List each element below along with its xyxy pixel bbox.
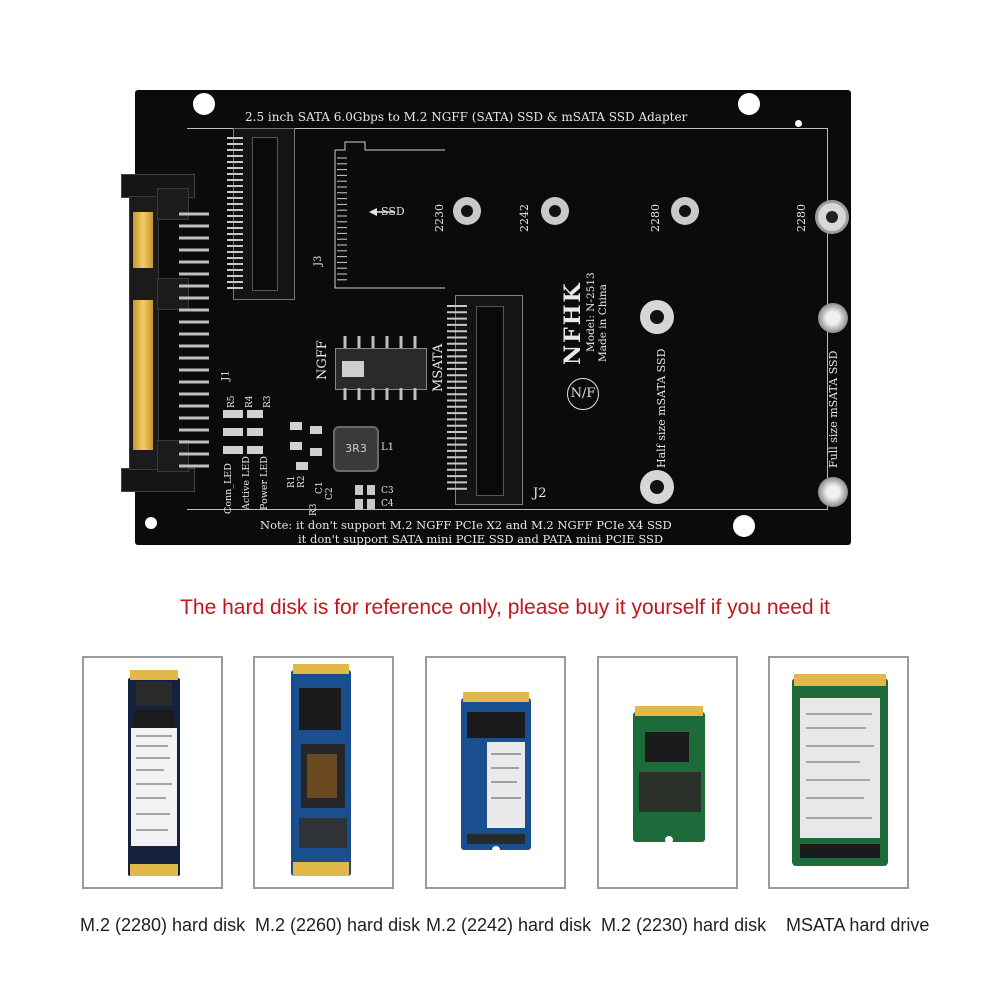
caption-2242: M.2 (2242) hard disk <box>426 915 592 935</box>
led-power: Power LED <box>259 456 270 510</box>
mount-hole <box>193 93 215 115</box>
mode-switch[interactable] <box>335 348 427 390</box>
caption-msata: MSATA hard drive <box>786 915 930 935</box>
reference-notice: The hard disk is for reference only, ple… <box>180 596 830 619</box>
full-size-label: Full size mSATA SSD <box>827 350 840 468</box>
standoff-hole-2242 <box>541 197 569 225</box>
m2-connector-pins <box>227 137 243 289</box>
j2-label: J2 <box>533 486 547 501</box>
model-label: Model: N-2513 <box>585 272 597 352</box>
ssd-2260-image <box>291 664 351 876</box>
mark-2280: 2280 <box>649 204 662 232</box>
full-size-screw-top <box>818 303 848 333</box>
led-active: Active LED <box>241 456 252 510</box>
msata-pins <box>447 305 467 490</box>
cap-c4: C4 <box>381 499 394 509</box>
half-size-hole-bottom <box>640 470 674 504</box>
cap-c2: C2 <box>325 487 335 500</box>
caption-2260: M.2 (2260) hard disk <box>255 915 421 935</box>
led-block <box>223 402 269 462</box>
ssd-2230-image <box>633 706 705 844</box>
standoff-hole-2230 <box>453 197 481 225</box>
product-card-msata[interactable] <box>768 656 909 889</box>
made-in-label: Made in China <box>597 284 609 362</box>
led-conn: Conn_LED <box>223 463 234 514</box>
mark-2230: 2230 <box>433 204 446 232</box>
mount-hole <box>145 517 157 529</box>
res-r1: R1 <box>287 475 297 488</box>
res-r4: R4 <box>245 395 255 408</box>
ssd-outline <box>334 141 445 289</box>
caption-2230: M.2 (2230) hard disk <box>601 915 767 935</box>
capacitors <box>355 485 379 513</box>
mount-hole <box>795 120 802 127</box>
note-line-1: Note: it don't support M.2 NGFF PCIe X2 … <box>260 518 672 532</box>
msata-image <box>792 674 888 866</box>
smd-components <box>290 422 330 492</box>
switch-ngff-label: NGFF <box>315 340 330 380</box>
ssd-arrow-label: SSD <box>381 205 405 218</box>
switch-pins <box>343 336 417 400</box>
nf-logo: N/F <box>567 378 599 410</box>
m2-connector <box>233 128 295 300</box>
sata-solder-pins <box>179 212 209 468</box>
res-r2: R2 <box>297 475 307 488</box>
product-card-2242[interactable] <box>425 656 566 889</box>
standoff-hole-2280 <box>671 197 699 225</box>
ssd-2242-image <box>461 692 531 854</box>
board-title: 2.5 inch SATA 6.0Gbps to M.2 NGFF (SATA)… <box>245 110 688 124</box>
j1-label: J1 <box>220 370 232 381</box>
j3-label: J3 <box>313 255 324 266</box>
half-size-hole-top <box>640 300 674 334</box>
inductor-l1: 3R3 <box>333 426 379 472</box>
switch-msata-label: MSATA <box>431 343 446 392</box>
product-card-2280[interactable] <box>82 656 223 889</box>
res-r3b: R3 <box>309 503 319 516</box>
cap-c3: C3 <box>381 486 394 496</box>
note-line-2: it don't support SATA mini PCIE SSD and … <box>298 532 664 546</box>
l1-label: L1 <box>381 442 395 453</box>
mark-2242: 2242 <box>518 204 531 232</box>
standoff-hole-right <box>815 200 849 234</box>
product-card-2260[interactable] <box>253 656 394 889</box>
half-size-label: Half size mSATA SSD <box>655 348 668 468</box>
brand-logo: NFHK <box>560 281 586 365</box>
mark-2280-b: 2280 <box>795 204 808 232</box>
cap-c1: C1 <box>315 481 325 494</box>
mount-hole <box>733 515 755 537</box>
adapter-board: 2.5 inch SATA 6.0Gbps to M.2 NGFF (SATA)… <box>121 90 851 546</box>
sata-connector <box>121 168 211 498</box>
ssd-2280-image <box>128 670 180 876</box>
res-r3: R3 <box>263 395 273 408</box>
full-size-screw-bottom <box>818 477 848 507</box>
product-card-2230[interactable] <box>597 656 738 889</box>
mount-hole <box>738 93 760 115</box>
res-r5: R5 <box>227 395 237 408</box>
caption-2280: M.2 (2280) hard disk <box>80 915 246 935</box>
